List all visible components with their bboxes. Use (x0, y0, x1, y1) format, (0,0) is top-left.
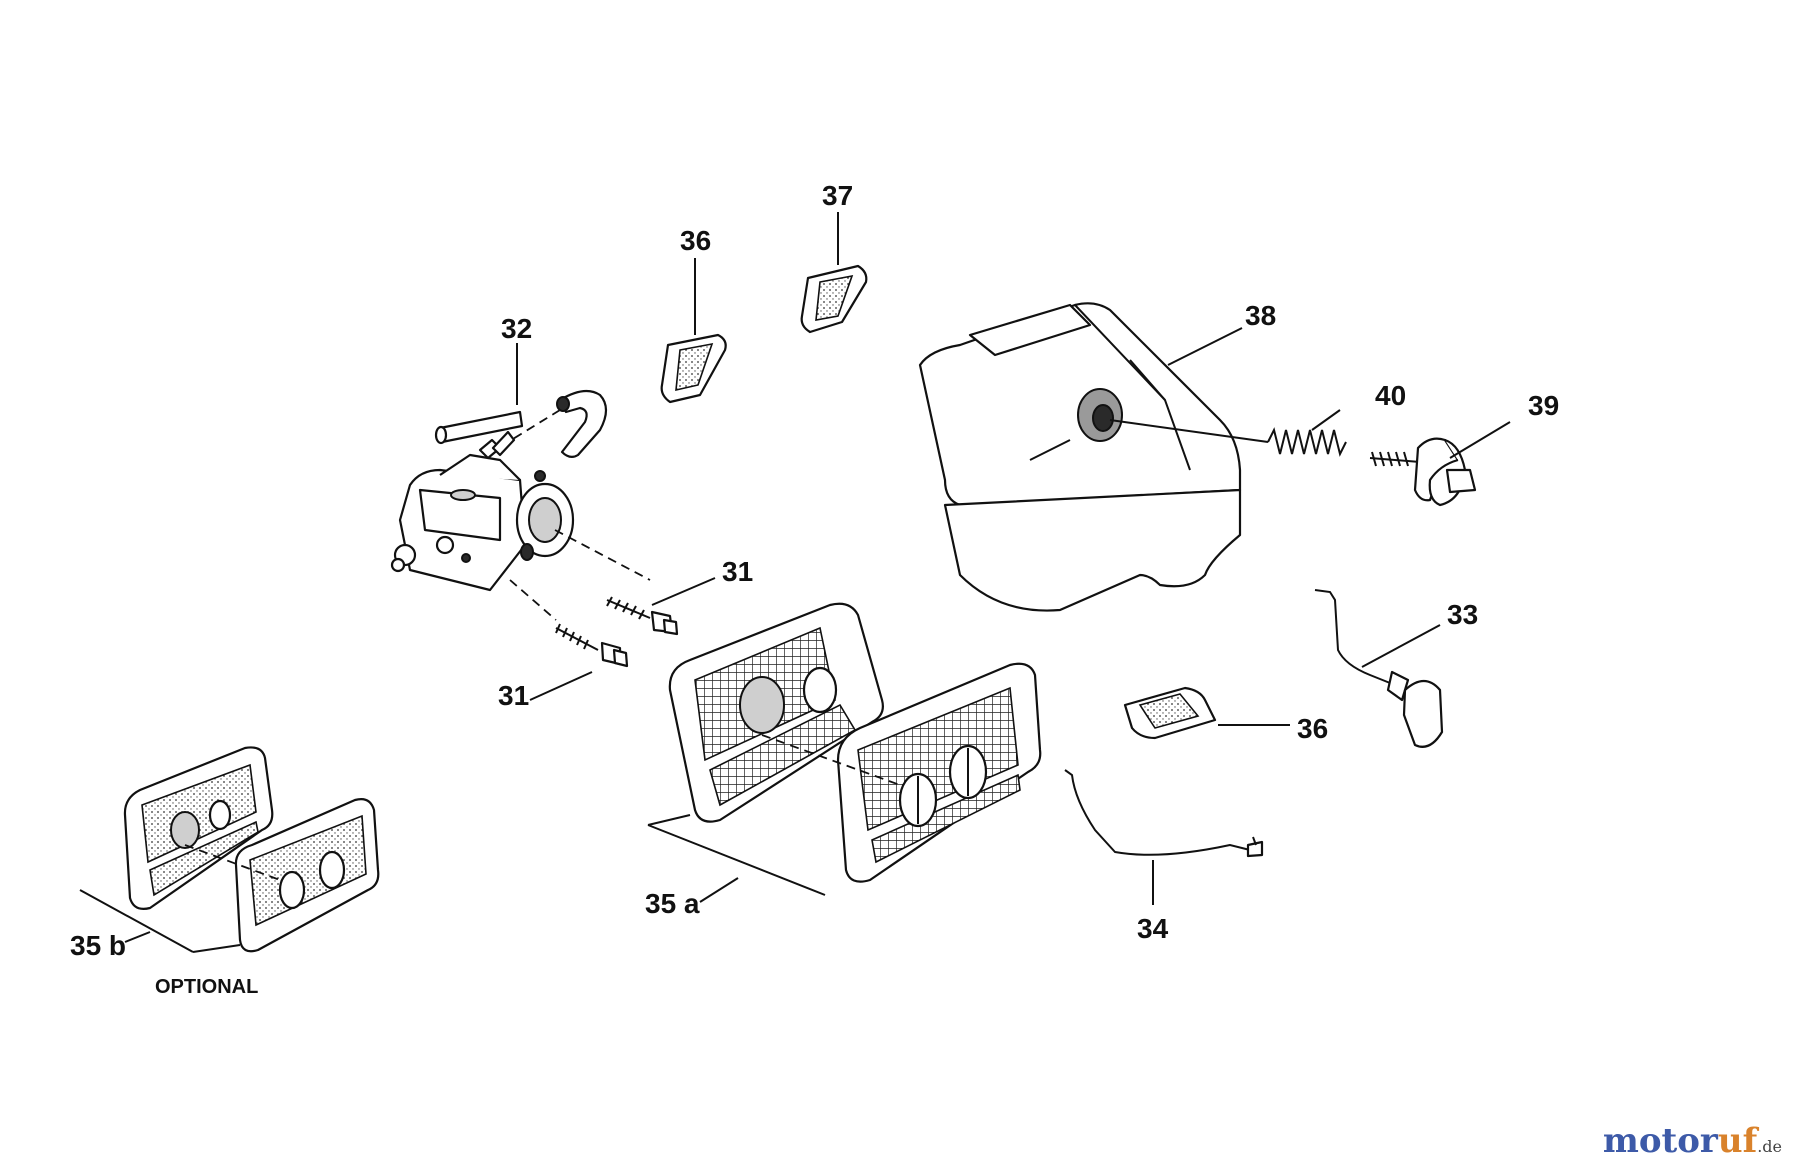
air-filter-35a-back (761, 662, 1042, 883)
choke-rod-33 (1314, 589, 1444, 748)
watermark-part2: uf (1717, 1121, 1758, 1161)
fuel-hose-32 (434, 389, 608, 459)
air-filter-cover-38 (918, 302, 1242, 612)
label-36-top: 36 (680, 225, 711, 256)
air-filter-35b-front (123, 746, 274, 910)
label-38: 38 (1245, 300, 1276, 331)
bracket-35a-side (647, 814, 691, 826)
label-31-lower: 31 (498, 680, 529, 711)
optional-note: OPTIONAL (155, 976, 258, 998)
knob-screw-39 (1369, 437, 1477, 507)
gasket-36-top (660, 258, 727, 404)
stud-31-lower (509, 579, 629, 668)
label-35a: 35 a (645, 888, 700, 919)
label-36-right: 36 (1297, 713, 1328, 744)
gasket-37 (800, 212, 868, 334)
label-35b: 35 b (70, 930, 126, 961)
label-40: 40 (1375, 380, 1406, 411)
air-filter-35a-front (668, 602, 884, 823)
label-33: 33 (1447, 599, 1478, 630)
label-39: 39 (1528, 390, 1559, 421)
gasket-36-right (1123, 686, 1290, 740)
part-labels: 31 31 32 33 34 35 a 35 b 36 36 37 38 39 … (70, 180, 1559, 998)
bracket-35b (79, 889, 194, 953)
air-filter-35b-back (184, 798, 380, 953)
label-37: 37 (822, 180, 853, 211)
stud-31-upper (554, 529, 679, 636)
watermark-part1: motor (1602, 1121, 1718, 1161)
carburetor (390, 430, 575, 592)
leader-lines (124, 327, 1511, 943)
throttle-rod-34 (1064, 769, 1264, 858)
bracket-35a (647, 824, 826, 896)
bracket-35b-side (192, 944, 241, 953)
label-31-upper: 31 (722, 556, 753, 587)
motoruf-watermark: motoruf.de (1603, 1121, 1782, 1161)
watermark-suffix: .de (1757, 1137, 1782, 1156)
label-32: 32 (501, 313, 532, 344)
spring-40 (1109, 419, 1347, 457)
label-34: 34 (1137, 913, 1169, 944)
